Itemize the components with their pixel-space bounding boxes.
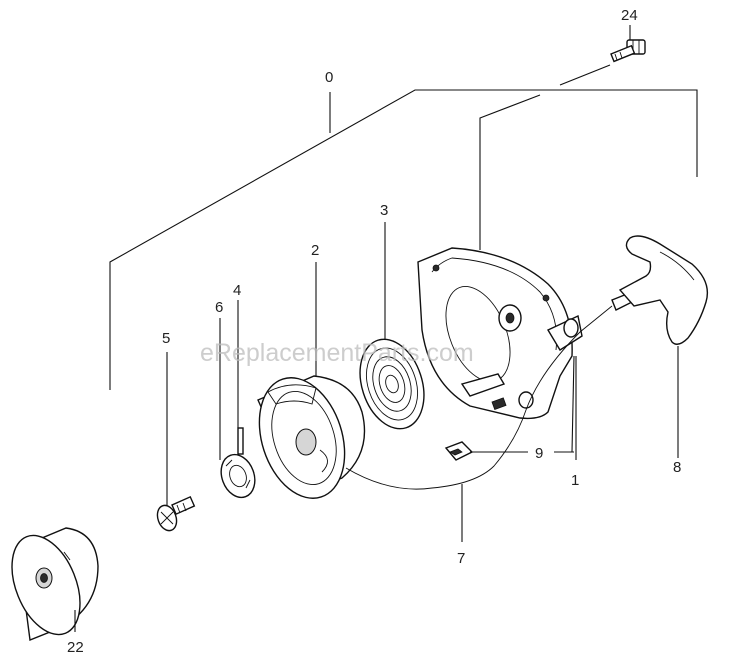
- callout-labels: 0 24 3 2 4 6 5 9 8 1 7 22: [67, 7, 681, 656]
- part-2-reel[interactable]: [245, 367, 366, 510]
- callout-8: 8: [673, 459, 681, 476]
- callout-6: 6: [215, 299, 223, 316]
- part-3-recoil-spring[interactable]: [349, 331, 434, 437]
- callout-4: 4: [233, 282, 241, 299]
- callout-24: 24: [621, 7, 638, 24]
- callout-3: 3: [380, 202, 388, 219]
- callout-5: 5: [162, 330, 170, 347]
- part-1-starter-case[interactable]: [417, 247, 583, 420]
- leader-lines: [74, 25, 679, 632]
- part-22-pulley[interactable]: [0, 526, 99, 645]
- part-6-ratchet[interactable]: [215, 450, 260, 502]
- part-8-starter-handle[interactable]: [611, 235, 709, 345]
- assembly-bracket-lines: [109, 64, 698, 390]
- callout-2: 2: [311, 242, 319, 259]
- callout-7: 7: [457, 550, 465, 567]
- watermark-text: eReplacementParts.com: [200, 339, 474, 367]
- part-24-bolt[interactable]: [610, 39, 646, 63]
- callout-0: 0: [325, 69, 333, 86]
- callout-1: 1: [571, 472, 579, 489]
- callout-9: 9: [535, 445, 543, 462]
- part-9-guide-block[interactable]: [444, 441, 474, 461]
- callout-22: 22: [67, 639, 84, 656]
- part-4-spring-pin[interactable]: [237, 427, 244, 455]
- part-5-screw[interactable]: [154, 495, 196, 533]
- part-7-starter-rope[interactable]: [345, 305, 613, 490]
